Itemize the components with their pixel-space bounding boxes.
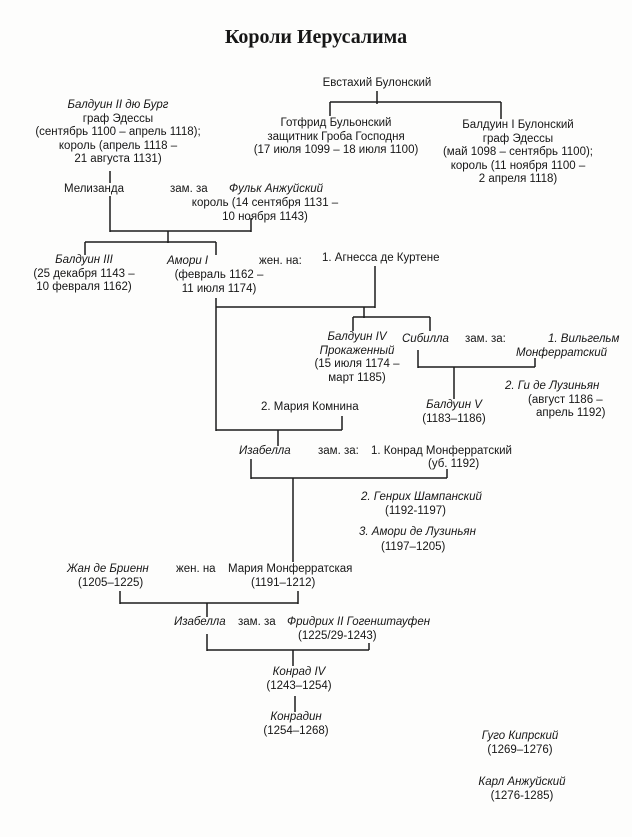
person-isabella-i: Изабелла [239, 445, 291, 457]
person-john-brienne: Жан де Бриенн [67, 563, 149, 575]
person-dates: (1191–1212) [251, 577, 316, 589]
person-dates: (15 июля 1174 – [314, 358, 400, 370]
person-dates: (1205–1225) [78, 577, 144, 589]
person-role: защитник Гроба Господня [267, 130, 405, 143]
person-dates: (1192-1197) [385, 505, 446, 517]
person-dates: март 1185) [328, 371, 386, 384]
person-henry-champagne: 2. Генрих Шампанский [361, 491, 482, 503]
person-frederick-ii: Фридрих II Гогенштауфен [287, 616, 431, 628]
person-isabella-ii: Изабелла [174, 616, 226, 628]
person-amalric-i: Амори I [167, 255, 209, 267]
diagram-title: Короли Иерусалима [224, 26, 408, 48]
person-dates: (май 1098 – сентябрь 1100); [442, 146, 594, 158]
person-melisende: Мелизанда [64, 183, 124, 195]
person-guy-lusignan: 2. Ги де Лузиньян [505, 380, 600, 392]
person-amalric-lusignan: 3. Амори де Лузиньян [359, 526, 476, 538]
person-name: Балдуин III [55, 254, 113, 266]
person-godfrey: Готфрид Бульонский защитник Гроба Господ… [240, 117, 432, 158]
person-baldwin-i: Балдуин I Булонский граф Эдессы (май 109… [428, 119, 608, 187]
person-dates: 10 февраля 1162) [36, 281, 132, 293]
marriage-label: зам. за: [465, 333, 506, 345]
marriage-label: зам. за [170, 183, 208, 195]
person-dates: 11 июля 1174) [181, 282, 257, 295]
person-dates: (1276-1285) [490, 789, 554, 802]
marriage-label: жен. на: [259, 255, 302, 267]
person-dates: (1183–1186) [422, 412, 486, 425]
person-dates: апрель 1192) [536, 407, 606, 419]
person-name: Карл Анжуйский [478, 776, 566, 788]
person-dates: 10 ноября 1143) [222, 210, 308, 223]
person-charles-anjou: Карл Анжуйский (1276-1285) [470, 776, 574, 803]
marriage-label: зам. за [238, 616, 276, 628]
person-dates: (1225/29-1243) [298, 630, 377, 642]
person-dates: (17 июля 1099 – 18 июля 1100) [253, 144, 419, 156]
person-dates: король (11 ноября 1100 – [450, 159, 586, 172]
person-dates: король (апрель 1118 – [58, 139, 178, 152]
person-maria-comnena: 2. Мария Комнина [261, 401, 359, 413]
person-dates: (25 декабря 1143 – [33, 267, 135, 280]
person-name: Гуго Кипрский [481, 730, 559, 742]
person-amalric-i-dates: (февраль 1162 – 11 июля 1174) [159, 269, 279, 296]
person-name: Конрадин [270, 711, 322, 723]
person-baldwin-iii: Балдуин III (25 декабря 1143 – 10 феврал… [18, 254, 150, 295]
person-baldwin-ii: Балдуин II дю Бург граф Эдессы (сентябрь… [18, 99, 218, 167]
person-role: граф Эдессы [82, 112, 154, 125]
person-name: Балдуин II дю Бург [67, 99, 169, 111]
person-dates: (1254–1268) [263, 724, 329, 737]
person-name: Балдуин I Булонский [462, 119, 574, 131]
person-conrad-montferrat: 1. Конрад Монферратский [371, 445, 512, 457]
person-eustace: Евстахий Булонский [316, 77, 438, 91]
person-fulk-dates: король (14 сентября 1131 – 10 ноября 114… [172, 197, 358, 224]
person-hugh-cyprus: Гуго Кипрский (1269–1276) [472, 730, 568, 757]
person-dates: 2 апреля 1118) [478, 173, 558, 185]
person-dates: король (14 сентября 1131 – [191, 197, 339, 209]
person-dates: 21 августа 1131) [74, 153, 162, 165]
person-agnes: 1. Агнесса де Куртене [322, 252, 440, 264]
person-name: Конрад IV [272, 666, 326, 678]
person-baldwin-v: Балдуин V (1183–1186) [407, 399, 501, 426]
person-conradin: Конрадин (1254–1268) [248, 711, 344, 738]
person-name: Готфрид Бульонский [280, 117, 392, 129]
person-epithet: Прокаженный [319, 344, 395, 357]
person-maria-montferrat: Мария Монферратская [228, 563, 353, 575]
person-conrad-iv: Конрад IV (1243–1254) [252, 666, 346, 693]
person-dates: (1243–1254) [266, 679, 332, 692]
person-dates: (уб. 1192) [428, 458, 480, 470]
person-role: граф Эдессы [482, 132, 554, 145]
person-dates: (февраль 1162 – [174, 269, 264, 281]
marriage-label: жен. на [176, 563, 216, 575]
person-name: Балдуин IV [327, 331, 387, 343]
person-dates: (1197–1205) [381, 541, 446, 553]
person-name: Евстахий Булонский [322, 77, 432, 89]
person-baldwin-iv: Балдуин IV Прокаженный (15 июля 1174 – м… [300, 331, 414, 385]
person-name: Балдуин V [426, 399, 482, 411]
connector-path [84, 91, 536, 712]
person-william-montferrat: 1. Вильгельм [548, 333, 620, 345]
person-sibylla: Сибилла [402, 333, 449, 345]
person-dates: (1269–1276) [487, 743, 553, 756]
person-dates: (август 1186 – [528, 394, 603, 406]
marriage-label: зам. за: [318, 445, 359, 457]
person-fulk: Фульк Анжуйский [229, 183, 324, 195]
person-dates: (сентябрь 1100 – апрель 1118); [35, 126, 201, 138]
person-william-montferrat-line2: Монферратский [516, 347, 608, 359]
